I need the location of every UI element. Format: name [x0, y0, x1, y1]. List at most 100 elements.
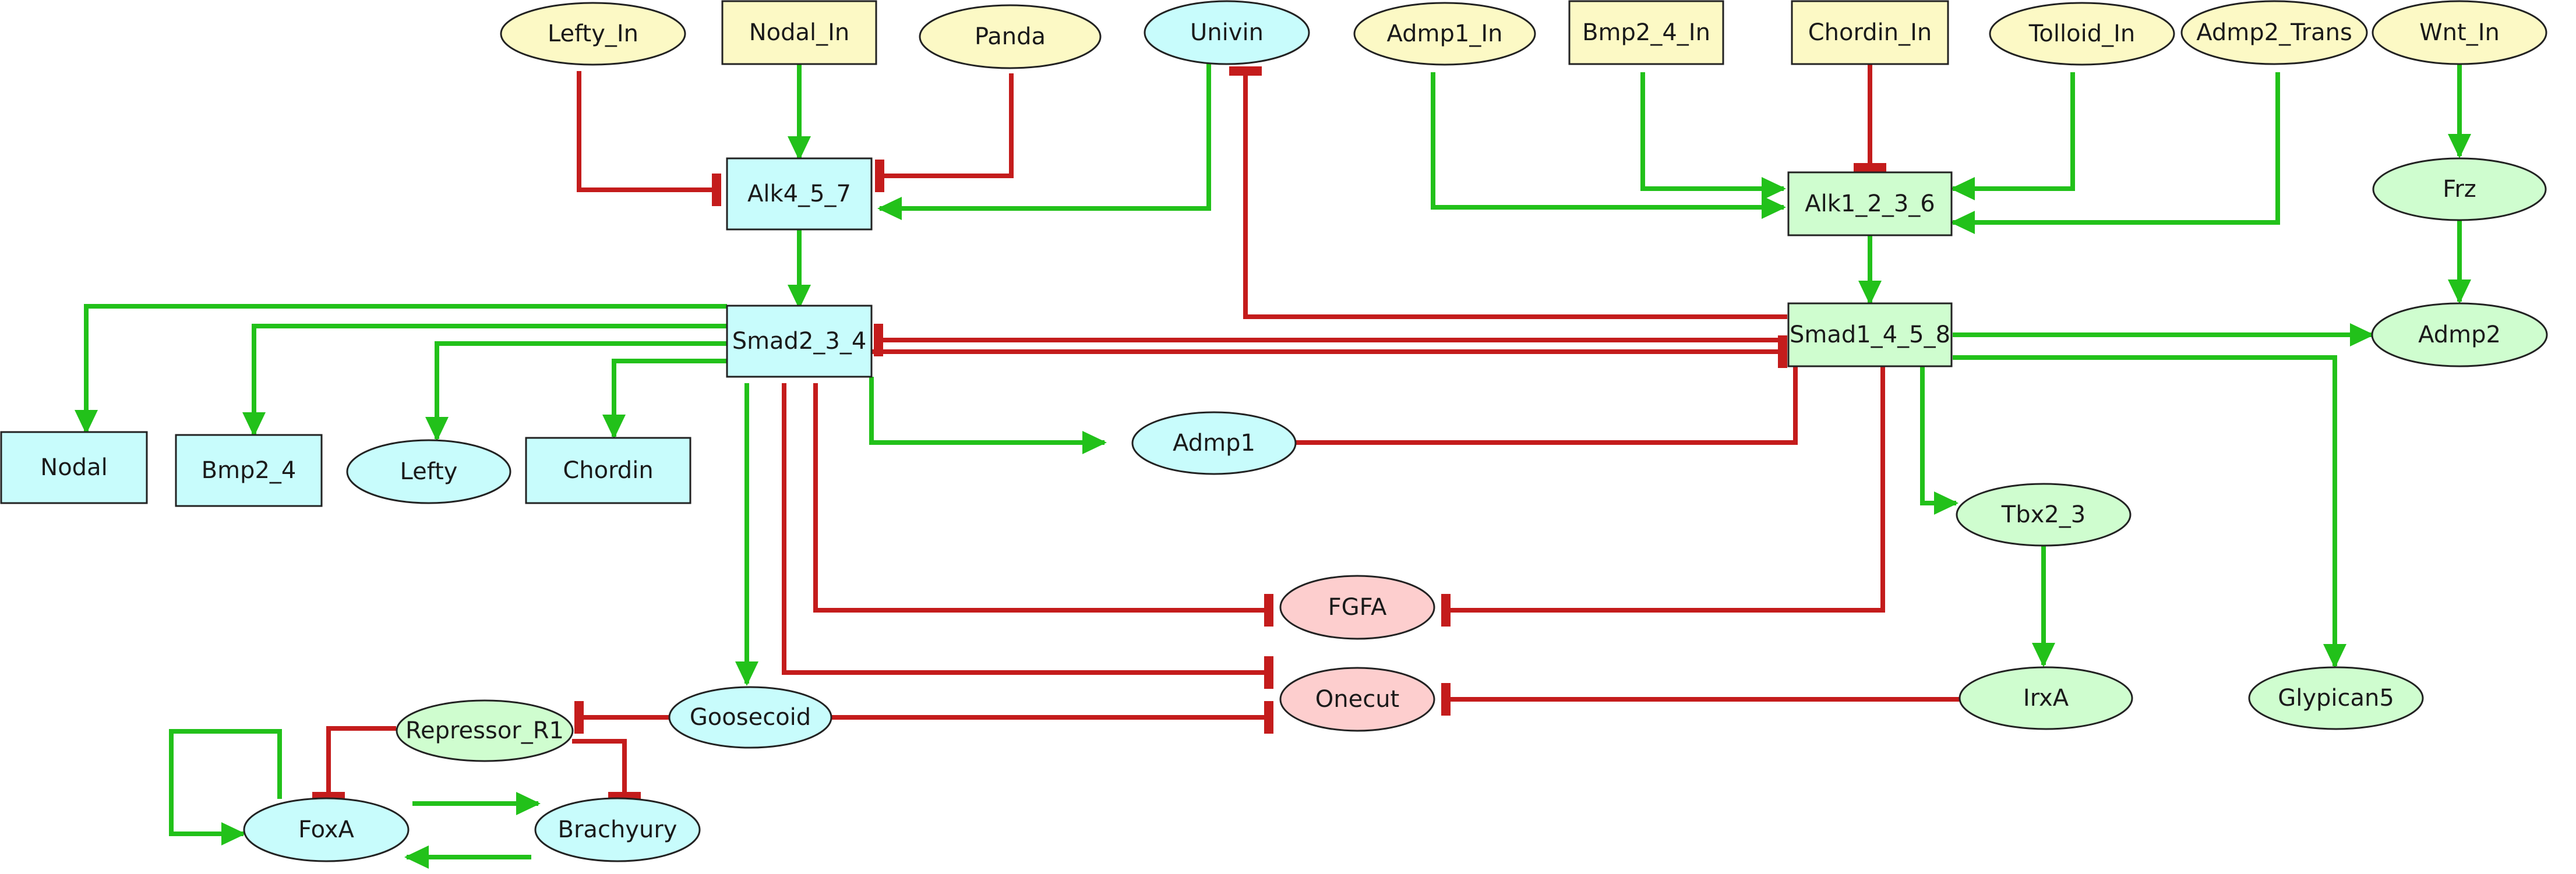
edge-activation-smad2_3_4-to-admp1 — [869, 377, 1107, 454]
node-label: FGFA — [1328, 594, 1387, 621]
node-label: Nodal_In — [749, 19, 850, 46]
node-shape-ellipse — [1279, 575, 1435, 640]
node-label: Bmp2_4_In — [1582, 19, 1710, 46]
node-frz: Frz — [2372, 157, 2547, 221]
node-glypican5: Glypican5 — [2248, 666, 2424, 730]
node-shape-rect — [1791, 0, 1949, 65]
node-label: Frz — [2443, 176, 2476, 203]
node-bmp2-4-in: Bmp2_4_In — [1568, 0, 1724, 65]
node-label: Lefty — [400, 458, 458, 485]
node-label: Univin — [1190, 19, 1264, 46]
node-shape-rect — [0, 431, 148, 504]
nodes-layer: Lefty_In Nodal_In Panda Univin Admp1_In Bmp2_… — [0, 0, 2548, 862]
node-label: Chordin — [563, 457, 653, 484]
node-label: Admp1 — [1173, 430, 1255, 457]
node-tbx2-3: Tbx2_3 — [1956, 483, 2132, 547]
node-label: Admp2 — [2418, 321, 2501, 348]
node-fgfa: FGFA — [1279, 575, 1435, 640]
edges-layer — [75, 63, 2471, 869]
node-shape-ellipse — [396, 699, 574, 762]
node-label: Smad1_4_5_8 — [1790, 321, 1950, 348]
node-brachyury: Brachyury — [534, 797, 701, 862]
edge-activation-smad2_3_4-to-lefty — [425, 341, 727, 441]
edge-activation-tolloid_in-to-alk1_2_3_6 — [1950, 72, 2075, 200]
node-shape-ellipse — [1989, 2, 2175, 66]
node-shape-ellipse — [2371, 302, 2548, 367]
edge-activation-smad2_3_4-to-chordin — [602, 359, 727, 439]
node-label: Goosecoid — [690, 704, 811, 731]
node-label: Admp2_Trans — [2196, 19, 2352, 46]
edge-inhibition-smad1_4_5_8-to-fgfa — [1441, 366, 1885, 627]
node-label: Alk4_5_7 — [747, 181, 851, 207]
node-shape-ellipse — [243, 797, 410, 862]
edge-activation-smad1_4_5_8-to-tbx2_3 — [1920, 366, 1959, 515]
node-shape-rect — [175, 434, 323, 507]
node-shape-ellipse — [668, 686, 832, 749]
node-lefty: Lefty — [346, 439, 511, 504]
node-wnt-in: Wnt_In — [2372, 0, 2547, 65]
node-label: Smad2_3_4 — [732, 328, 867, 355]
node-label: IrxA — [2023, 685, 2069, 712]
node-admp2-trans: Admp2_Trans — [2180, 0, 2368, 65]
node-label: Brachyury — [558, 816, 677, 843]
edge-inhibition-repressor_r1-to-brachyury — [572, 739, 641, 801]
node-univin: Univin — [1144, 0, 1310, 65]
node-alk1-2-3-6: Alk1_2_3_6 — [1787, 171, 1953, 236]
edge-inhibition-smad1_4_5_8-to-univin — [1229, 66, 1787, 319]
node-shape-ellipse — [2372, 0, 2547, 65]
node-tolloid-in: Tolloid_In — [1989, 2, 2175, 66]
node-label: Lefty_In — [548, 20, 638, 47]
node-repressor-r1: Repressor_R1 — [396, 699, 574, 762]
node-shape-ellipse — [2248, 666, 2424, 730]
edge-activation-smad2_3_4-to-bmp2_4 — [242, 324, 727, 437]
node-admp1: Admp1 — [1131, 411, 1297, 475]
node-irxa: IrxA — [1959, 666, 2133, 730]
node-chordin: Chordin — [525, 437, 691, 504]
node-foxa: FoxA — [243, 797, 410, 862]
node-shape-ellipse — [2372, 157, 2547, 221]
node-shape-ellipse — [1131, 411, 1297, 475]
edge-inhibition-repressor_r1-to-foxa — [312, 726, 396, 801]
node-nodal-in: Nodal_In — [721, 0, 877, 65]
edge-activation-smad2_3_4-to-nodal — [75, 304, 727, 434]
edge-activation-smad1_4_5_8-to-glypican5 — [1953, 355, 2346, 668]
node-shape-ellipse — [2180, 0, 2368, 65]
node-chordin-in: Chordin_In — [1791, 0, 1949, 65]
node-shape-rect — [1787, 171, 1953, 236]
node-label: Chordin_In — [1808, 19, 1932, 46]
edge-activation-admp2_trans-to-alk1_2_3_6 — [1950, 72, 2280, 234]
node-label: FoxA — [298, 816, 354, 843]
node-label: Tbx2_3 — [2001, 501, 2085, 528]
node-label: Onecut — [1315, 686, 1399, 713]
node-admp2: Admp2 — [2371, 302, 2548, 367]
node-lefty-in: Lefty_In — [500, 2, 686, 66]
edge-activation-univin-to-alk4_5_7 — [877, 63, 1211, 220]
node-shape-rect — [1568, 0, 1724, 65]
node-smad2-3-4: Smad2_3_4 — [726, 305, 873, 378]
node-shape-ellipse — [500, 2, 686, 66]
node-label: Panda — [975, 23, 1046, 50]
node-goosecoid: Goosecoid — [668, 686, 832, 749]
node-shape-ellipse — [919, 4, 1102, 69]
node-alk4-5-7: Alk4_5_7 — [726, 157, 873, 231]
edge-activation-bmp2_4_in-to-alk1_2_3_6 — [1640, 72, 1786, 200]
edge-activation-admp1_in-to-alk1_2_3_6 — [1431, 72, 1786, 219]
node-shape-ellipse — [1279, 667, 1435, 732]
node-label: Nodal — [40, 454, 107, 481]
node-admp1-in: Admp1_In — [1353, 2, 1536, 66]
node-smad1-4-5-8: Smad1_4_5_8 — [1787, 302, 1953, 367]
node-label: Repressor_R1 — [405, 717, 564, 744]
node-shape-ellipse — [1353, 2, 1536, 66]
node-label: Tolloid_In — [2028, 20, 2135, 47]
node-shape-rect — [721, 0, 877, 65]
edge-inhibition-lefty_in-to-alk4_5_7 — [577, 71, 721, 206]
edge-inhibition-smad2_3_4-to-onecut — [782, 383, 1273, 689]
node-shape-ellipse — [1144, 0, 1310, 65]
node-label: Alk1_2_3_6 — [1805, 190, 1935, 217]
node-label: Admp1_In — [1386, 20, 1502, 47]
node-onecut: Onecut — [1279, 667, 1435, 732]
node-shape-rect — [726, 157, 873, 231]
node-nodal: Nodal — [0, 431, 148, 504]
node-shape-ellipse — [1959, 666, 2133, 730]
